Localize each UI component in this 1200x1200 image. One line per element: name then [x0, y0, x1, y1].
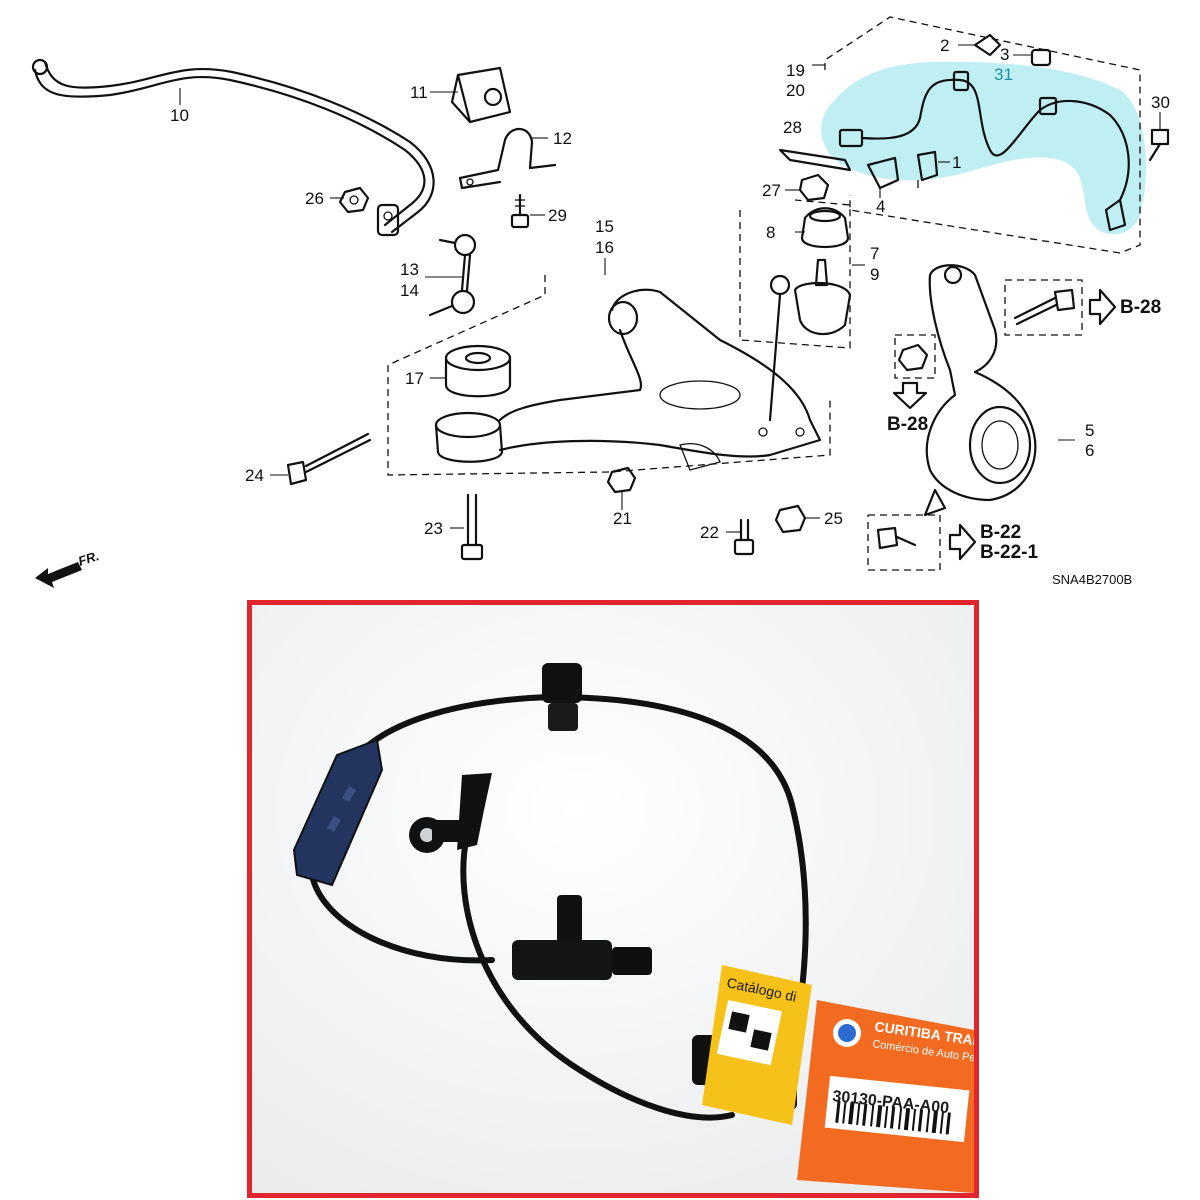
catalog-sticker: Catálogo di [702, 965, 812, 1125]
callout-11: 11 [410, 83, 428, 102]
callout-13: 13 [400, 260, 419, 279]
stabilizer-bar [31, 58, 435, 237]
callout-4: 4 [876, 197, 885, 216]
sensor-cable-inner [460, 832, 735, 1121]
compliance-bushing [434, 344, 512, 463]
arrow-b22 [948, 523, 977, 561]
arrow-b28-right [1088, 288, 1117, 326]
ref-b28-left: B-28 [887, 414, 928, 435]
leader-lines [179, 44, 1161, 533]
wheel-speed-sensor-head [409, 773, 492, 853]
b28-nut-box [894, 334, 936, 379]
b28-bolt-box [1004, 279, 1083, 336]
nut-25 [774, 504, 807, 534]
clip-1 [916, 150, 939, 188]
callout-5: 5 [1085, 421, 1094, 440]
parts-diagram: FR. 10 11 12 26 29 13 14 15 16 17 24 23 … [31, 16, 1170, 588]
grommet-3 [1030, 48, 1052, 67]
diagram-code: SNA4B2700B [1052, 572, 1132, 587]
ball-joint [768, 258, 852, 422]
callout-20: 20 [786, 81, 805, 100]
callout-2: 2 [940, 36, 949, 55]
sensor-cable-lower [309, 872, 495, 964]
abs-sensor-photo: Catálogo di CURITIBA TRADE Comércio de A… [252, 605, 974, 1193]
callout-17: 17 [405, 369, 424, 388]
bolt-30 [1148, 128, 1170, 162]
bolt-29 [510, 193, 530, 229]
callout-23: 23 [424, 519, 443, 538]
bolt-22 [733, 518, 755, 556]
sensor-highlight [821, 61, 1146, 235]
callout-26: 26 [305, 189, 324, 208]
ball-joint-boot [800, 207, 850, 248]
callout-16: 16 [595, 238, 614, 257]
callout-8: 8 [766, 223, 775, 242]
lowerarm-group-box [387, 275, 831, 476]
nut-26 [338, 186, 370, 214]
product-photo-frame: Catálogo di CURITIBA TRADE Comércio de A… [247, 600, 979, 1198]
callout-9: 9 [870, 265, 879, 284]
steering-knuckle [923, 264, 1037, 517]
lower-control-arm [498, 288, 822, 471]
callout-6: 6 [1085, 441, 1094, 460]
nut-27 [798, 173, 830, 202]
stabilizer-link [428, 233, 477, 317]
callout-14: 14 [400, 281, 419, 300]
plate-28 [778, 148, 852, 172]
product-tag: CURITIBA TRADE Comércio de Auto Peça [797, 1000, 974, 1193]
arrow-b28-down [892, 381, 928, 410]
callout-24: 24 [245, 466, 264, 485]
ref-b28-right: B-28 [1120, 297, 1161, 318]
nut-21 [606, 466, 637, 494]
stabilizer-bushing [450, 66, 512, 124]
callout-19: 19 [786, 61, 805, 80]
clip-2 [973, 33, 1002, 57]
callout-1: 1 [952, 153, 961, 172]
callout-3: 3 [1000, 45, 1009, 64]
callout-15: 15 [595, 217, 614, 236]
sensor-cable [344, 693, 809, 1028]
abs-sensor-harness [838, 70, 1130, 232]
callout-28: 28 [783, 118, 802, 137]
blue-mounting-clip [292, 738, 384, 887]
front-label: FR. [76, 548, 101, 569]
callout-31: 31 [994, 65, 1013, 84]
callout-7: 7 [870, 244, 879, 263]
bolt-23 [460, 493, 484, 561]
callout-25: 25 [824, 509, 843, 528]
callout-21: 21 [613, 509, 632, 528]
knuckle-nut-b28 [897, 343, 929, 372]
balljoint-group-box [739, 199, 851, 349]
callout-12: 12 [553, 129, 572, 148]
callout-10: 10 [170, 106, 189, 125]
bolt-24 [286, 432, 372, 486]
b22-bolt-box [867, 514, 941, 571]
callout-30: 30 [1151, 93, 1170, 112]
bushing-holder [458, 127, 557, 190]
top-grommet-clip [542, 663, 582, 731]
ref-b22-1: B-22-1 [980, 542, 1039, 563]
clamp-4 [866, 156, 900, 190]
callout-22: 22 [700, 523, 719, 542]
knuckle-bolt-b22 [876, 526, 917, 550]
callout-29: 29 [548, 206, 567, 225]
front-arrow: FR. [35, 548, 101, 588]
callout-27: 27 [762, 181, 781, 200]
ref-b22: B-22 [980, 522, 1021, 543]
electrical-connector [512, 895, 652, 980]
knuckle-bolt-b28 [1013, 288, 1076, 326]
